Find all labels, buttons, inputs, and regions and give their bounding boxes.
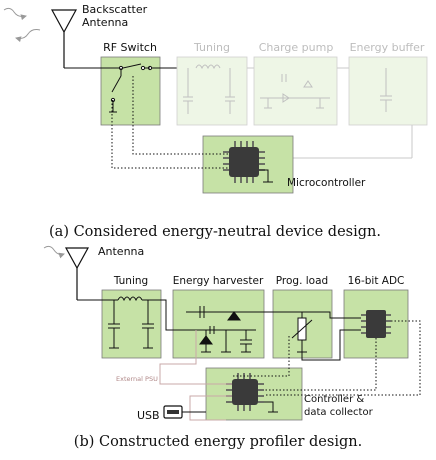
tuning-label-b: Tuning (113, 275, 148, 287)
figure-a: Backscatter Antenna RF Switch Tuning (3, 3, 428, 240)
adc-chip-icon (361, 310, 391, 338)
energy-harvester-circuit-icon (160, 299, 258, 353)
incoming-signal-icon (3, 7, 27, 21)
charge-pump-block-faint (253, 56, 338, 126)
ground-symbol (259, 169, 273, 183)
control-lines (111, 76, 229, 169)
energy-harvester-label: Energy harvester (173, 275, 264, 287)
usb-connector-icon (163, 405, 206, 419)
adc-label: 16-bit ADC (348, 275, 405, 287)
prog-load-label: Prog. load (276, 275, 328, 287)
ground-return-wire (301, 329, 361, 361)
tuning-circuit-icon (77, 296, 160, 349)
rf-switch-label: RF Switch (103, 41, 157, 54)
outgoing-signal-icon (15, 29, 41, 43)
inductor-icon-faint (183, 64, 235, 114)
usb-label: USB (137, 409, 160, 422)
capacitor-icon-faint (380, 68, 392, 112)
antenna-label-b: Antenna (98, 245, 144, 258)
tuning-block-faint (176, 56, 248, 126)
controller-ground-symbol (264, 401, 278, 413)
controller-label-line1: Controller & (304, 394, 364, 405)
caption-b: (b) Constructed energy profiler design. (74, 434, 362, 450)
external-psu-label: External PSU (116, 375, 158, 383)
charge-pump-icon-faint (260, 74, 330, 109)
controller-block (205, 367, 303, 421)
energy-buffer-label-a: Energy buffer (350, 41, 425, 54)
energy-buffer-block-faint (348, 56, 428, 126)
incoming-signal-icon-b (43, 245, 65, 259)
external-psu-wires (159, 330, 232, 421)
antenna-icon-b (64, 247, 90, 300)
figure-b: Antenna Tuning Energy harvester (43, 245, 421, 450)
energy-harvester-block (172, 289, 265, 359)
backscatter-antenna-icon (50, 9, 78, 68)
antenna-label-line2: Antenna (82, 16, 128, 29)
control-lines-b (232, 320, 421, 396)
caption-a: (a) Considered energy-neutral device des… (49, 224, 381, 240)
variable-resistor-icon (256, 311, 313, 353)
adc-sense-wire (302, 311, 361, 319)
antenna-label-line1: Backscatter (82, 3, 148, 16)
charge-pump-label-a: Charge pump (259, 41, 334, 54)
tuning-label-a: Tuning (193, 41, 230, 54)
microcontroller-label: Microcontroller (287, 177, 366, 189)
controller-label-line2: data collector (304, 407, 374, 418)
